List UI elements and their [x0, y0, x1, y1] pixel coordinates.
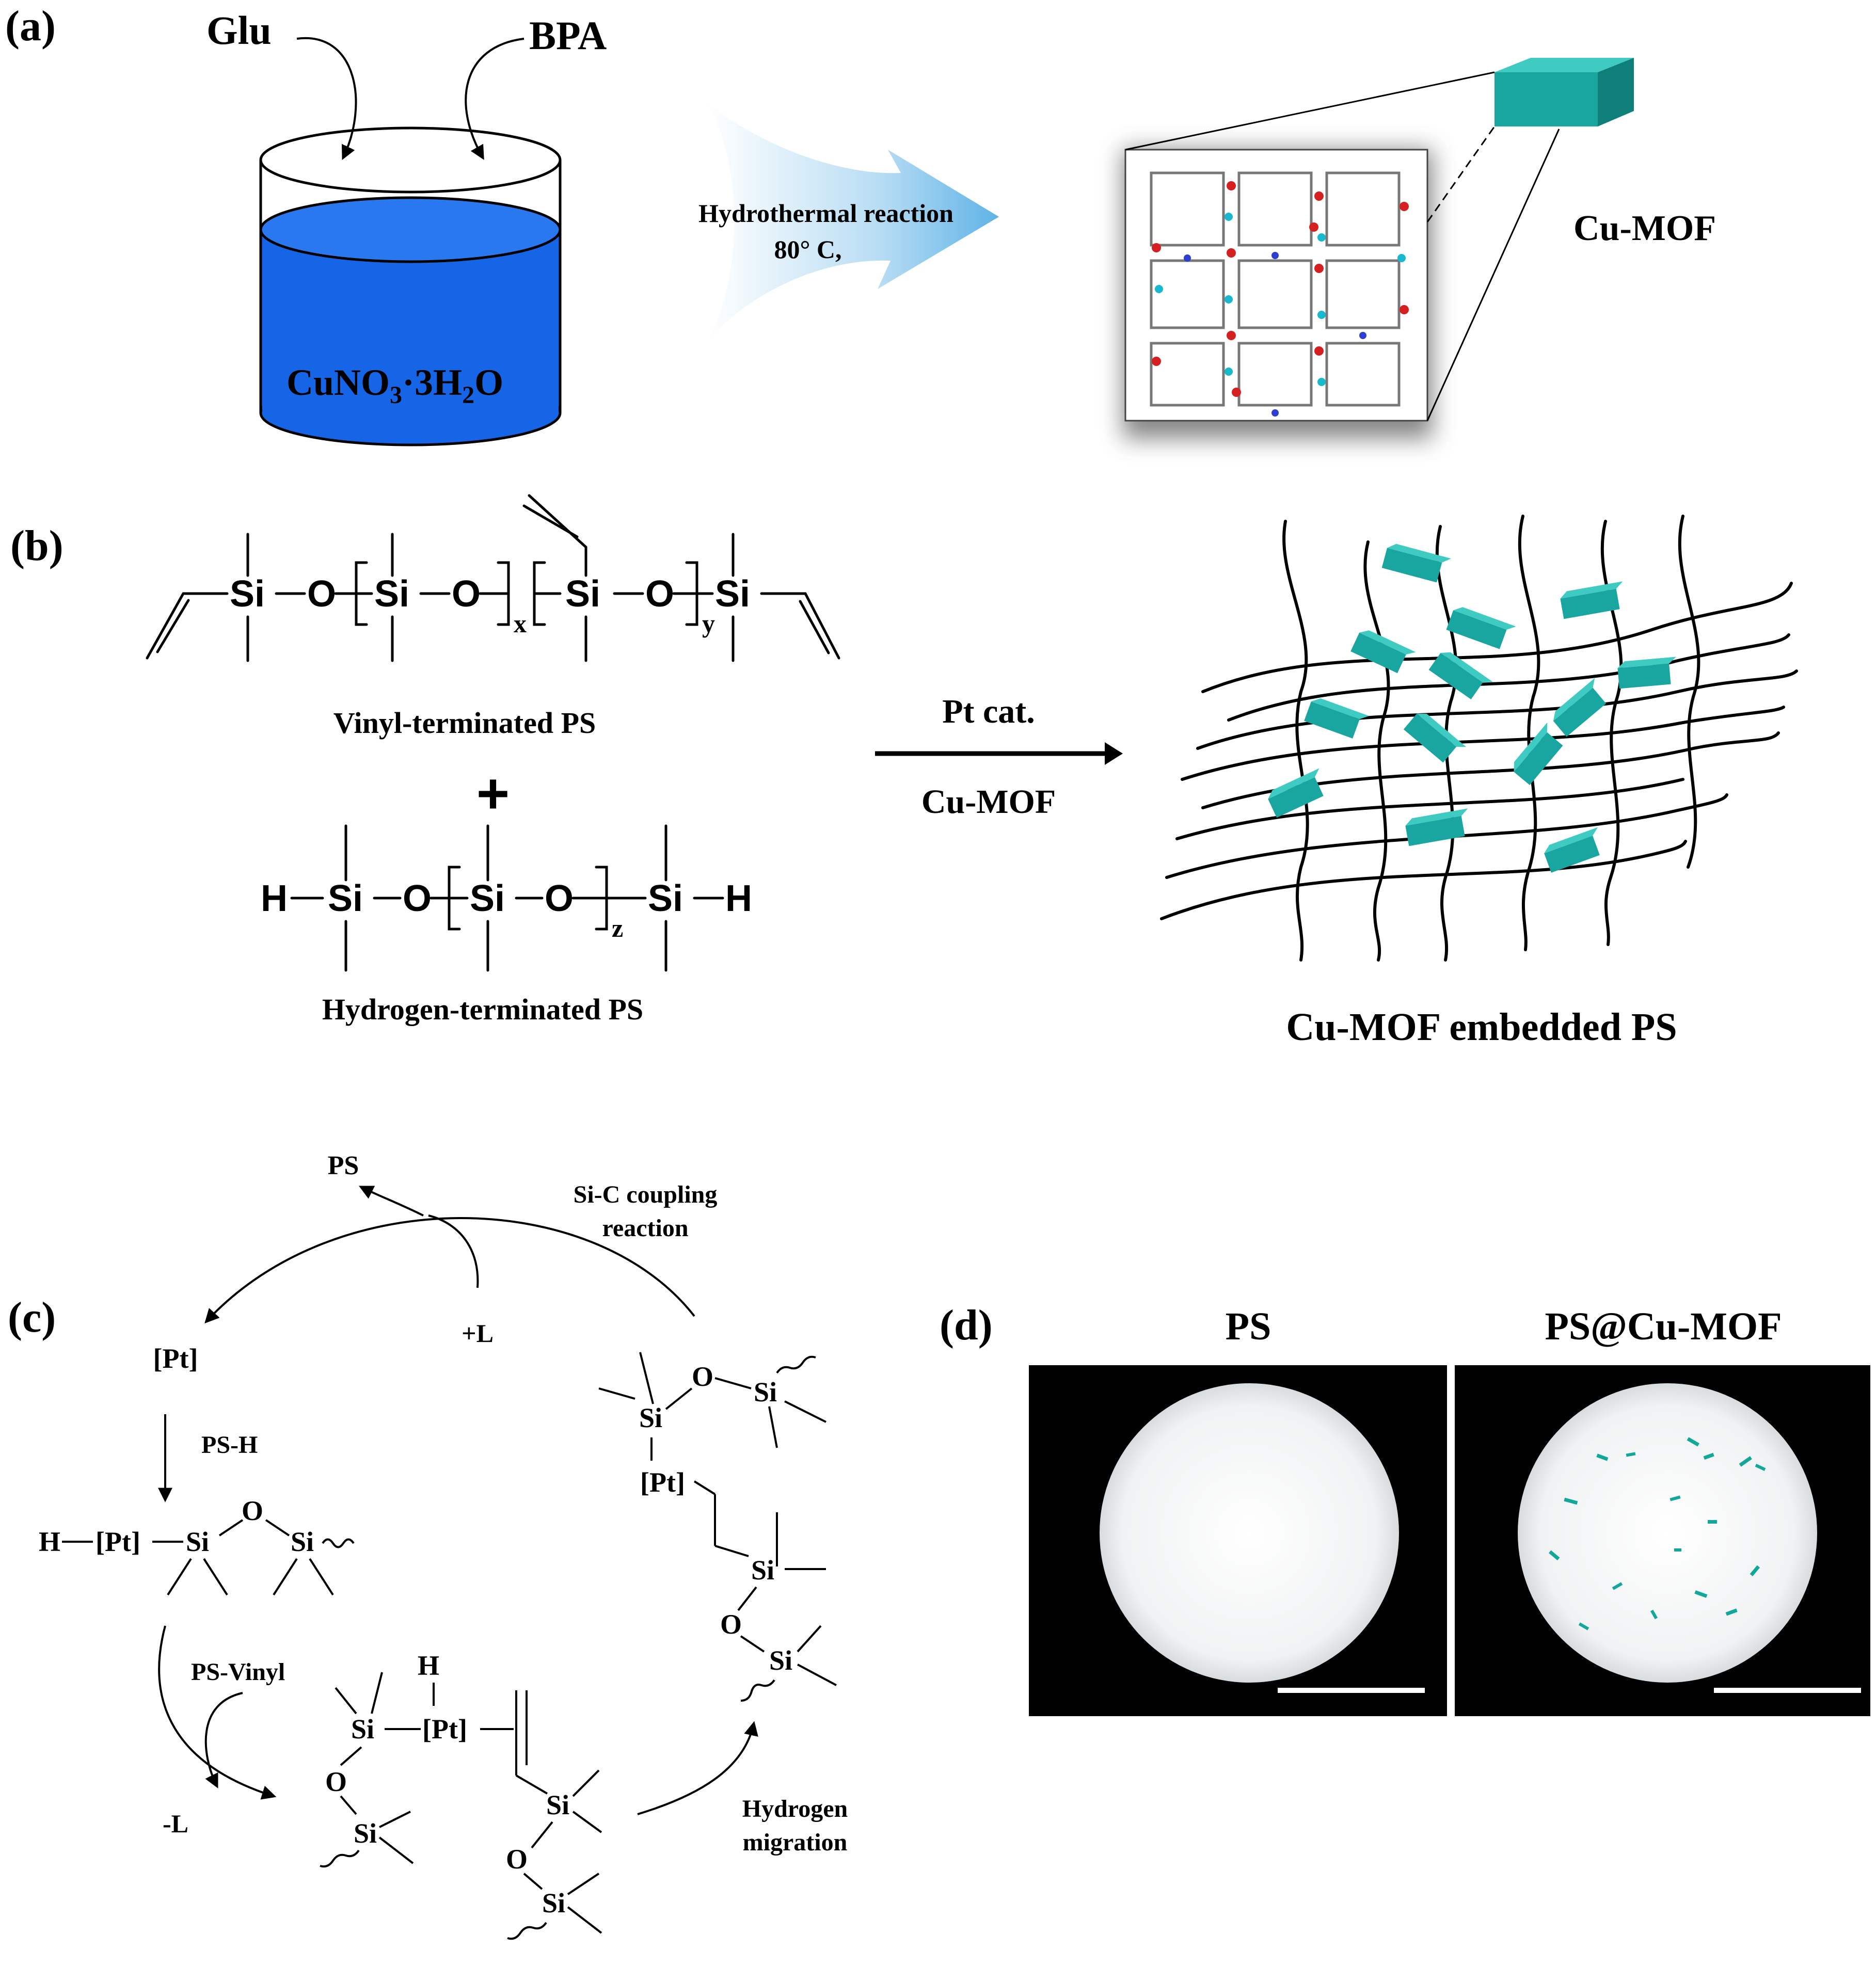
ps-release-arrow: [358, 1186, 424, 1217]
svg-text:z: z: [612, 914, 623, 942]
panel-d: (d) PS PS@Cu-MOF: [940, 1301, 1870, 1716]
pt-vinyl-complex: H Si [Pt] O Si Si O Si: [320, 1650, 602, 1940]
hydrothermal-arrow: [707, 103, 999, 341]
svg-text:O: O: [325, 1766, 347, 1797]
svg-text:Si: Si: [374, 573, 409, 615]
vinyl-terminated-ps-structure: Si O Si O x Si O y: [146, 494, 840, 662]
pt-catalyst-label: [Pt]: [153, 1343, 198, 1374]
panel-d-label: (d): [940, 1301, 993, 1349]
svg-text:O: O: [720, 1609, 742, 1640]
panel-a-label: (a): [5, 2, 56, 50]
panel-a: (a) Glu BPA CuNO3·3H2O Hydrothermal reac…: [5, 2, 1716, 446]
solution-surface: [259, 196, 562, 263]
solution-formula: CuNO3·3H2O: [287, 362, 503, 409]
svg-text:Si: Si: [470, 878, 505, 919]
reaction-condition-2: 80° C,: [774, 235, 841, 264]
panel-b: (b) Si O Si O x Si: [10, 494, 1798, 1049]
svg-text:O: O: [645, 573, 674, 615]
hydrogen-migration-arrow: [637, 1721, 758, 1815]
svg-text:Si: Si: [754, 1377, 777, 1408]
svg-text:Si: Si: [565, 573, 600, 615]
hydrogen-ps-caption: Hydrogen-terminated PS: [322, 993, 643, 1026]
mof-structure-inset: [1123, 149, 1433, 439]
pt-hydride-complex: H [Pt] Si O Si: [39, 1495, 355, 1596]
ps-mof-disc: [1518, 1383, 1817, 1683]
svg-text:H: H: [725, 878, 752, 919]
svg-text:Si: Si: [542, 1888, 565, 1918]
additive-label: Cu-MOF: [921, 783, 1056, 821]
ps-disc: [1100, 1383, 1399, 1683]
ligand-loss-arrow: [204, 1692, 243, 1789]
svg-text:[Pt]: [Pt]: [96, 1526, 140, 1557]
svg-text:Si: Si: [186, 1526, 209, 1557]
svg-text:O: O: [545, 878, 574, 919]
vinyl-ps-caption: Vinyl-terminated PS: [333, 706, 596, 740]
insertion-arrow: [158, 1625, 277, 1800]
panel-c-label: (c): [8, 1293, 56, 1341]
svg-text:H: H: [418, 1650, 439, 1681]
coupling-label-2: reaction: [602, 1214, 688, 1242]
svg-text:H: H: [261, 878, 288, 919]
svg-text:[Pt]: [Pt]: [422, 1714, 467, 1745]
ps-vinyl-label: PS-Vinyl: [191, 1658, 285, 1686]
ligand-add-arrow: [428, 1214, 479, 1288]
svg-text:[Pt]: [Pt]: [640, 1467, 685, 1498]
migration-label-2: migration: [743, 1829, 848, 1856]
ps-product-label: PS: [328, 1151, 359, 1180]
reaction-condition-1: Hydrothermal reaction: [698, 199, 953, 228]
ps-mof-sample-title: PS@Cu-MOF: [1545, 1305, 1782, 1348]
migration-label-1: Hydrogen: [742, 1795, 848, 1822]
panel-b-label: (b): [10, 522, 63, 570]
svg-text:O: O: [403, 878, 432, 919]
bpa-arrow: [465, 38, 524, 160]
cu-mof-embedded-caption: Cu-MOF embedded PS: [1286, 1005, 1677, 1049]
polymer-network: [1160, 515, 1798, 962]
ps-sample-title: PS: [1226, 1305, 1271, 1348]
reagent-bpa-label: BPA: [529, 13, 607, 58]
cycle-arrow-top: [204, 1217, 695, 1324]
panel-c: (c) PS Si-C coupling reaction +L [Pt] PS…: [8, 1151, 848, 1940]
svg-text:Si: Si: [351, 1714, 374, 1745]
ps-h-label: PS-H: [201, 1431, 258, 1459]
plus-l-label: +L: [462, 1319, 494, 1348]
svg-text:O: O: [506, 1844, 528, 1875]
svg-text:O: O: [242, 1495, 263, 1526]
coupling-label-1: Si-C coupling: [574, 1181, 718, 1208]
catalyst-label: Pt cat.: [942, 693, 1035, 730]
plus-sign: +: [476, 762, 510, 825]
svg-text:O: O: [307, 573, 336, 615]
hydrogen-terminated-ps-structure: H Si O Si O z Si H: [261, 824, 752, 972]
reagent-glu-label: Glu: [206, 8, 272, 53]
svg-text:Si: Si: [715, 573, 750, 615]
svg-text:Si: Si: [639, 1402, 662, 1433]
embedded-mof-crystals: [1268, 543, 1676, 873]
svg-text:Si: Si: [751, 1555, 774, 1586]
svg-text:x: x: [514, 609, 527, 638]
beaker-rim: [259, 126, 562, 194]
glu-arrow: [296, 37, 357, 161]
minus-l-label: -L: [163, 1809, 188, 1838]
svg-text:Si: Si: [648, 878, 683, 919]
beaker: CuNO3·3H2O: [259, 126, 562, 446]
svg-text:Si: Si: [328, 878, 363, 919]
ps-mof-scale-bar: [1714, 1688, 1861, 1693]
svg-text:H: H: [39, 1526, 60, 1557]
svg-text:O: O: [452, 573, 481, 615]
svg-text:Si: Si: [769, 1645, 792, 1676]
svg-text:O: O: [692, 1361, 713, 1392]
svg-text:Si: Si: [354, 1818, 377, 1849]
svg-text:Si: Si: [546, 1789, 569, 1820]
svg-text:y: y: [702, 609, 715, 638]
ps-scale-bar: [1278, 1688, 1425, 1693]
cu-mof-label: Cu-MOF: [1573, 209, 1716, 248]
svg-text:Si: Si: [291, 1526, 314, 1557]
svg-text:Si: Si: [230, 573, 265, 615]
mof-particles: [1549, 1437, 1766, 1630]
pt-alkyl-complex: Si O Si [Pt] Si O Si: [598, 1352, 837, 1702]
mof-crystal-block: [1495, 58, 1634, 126]
